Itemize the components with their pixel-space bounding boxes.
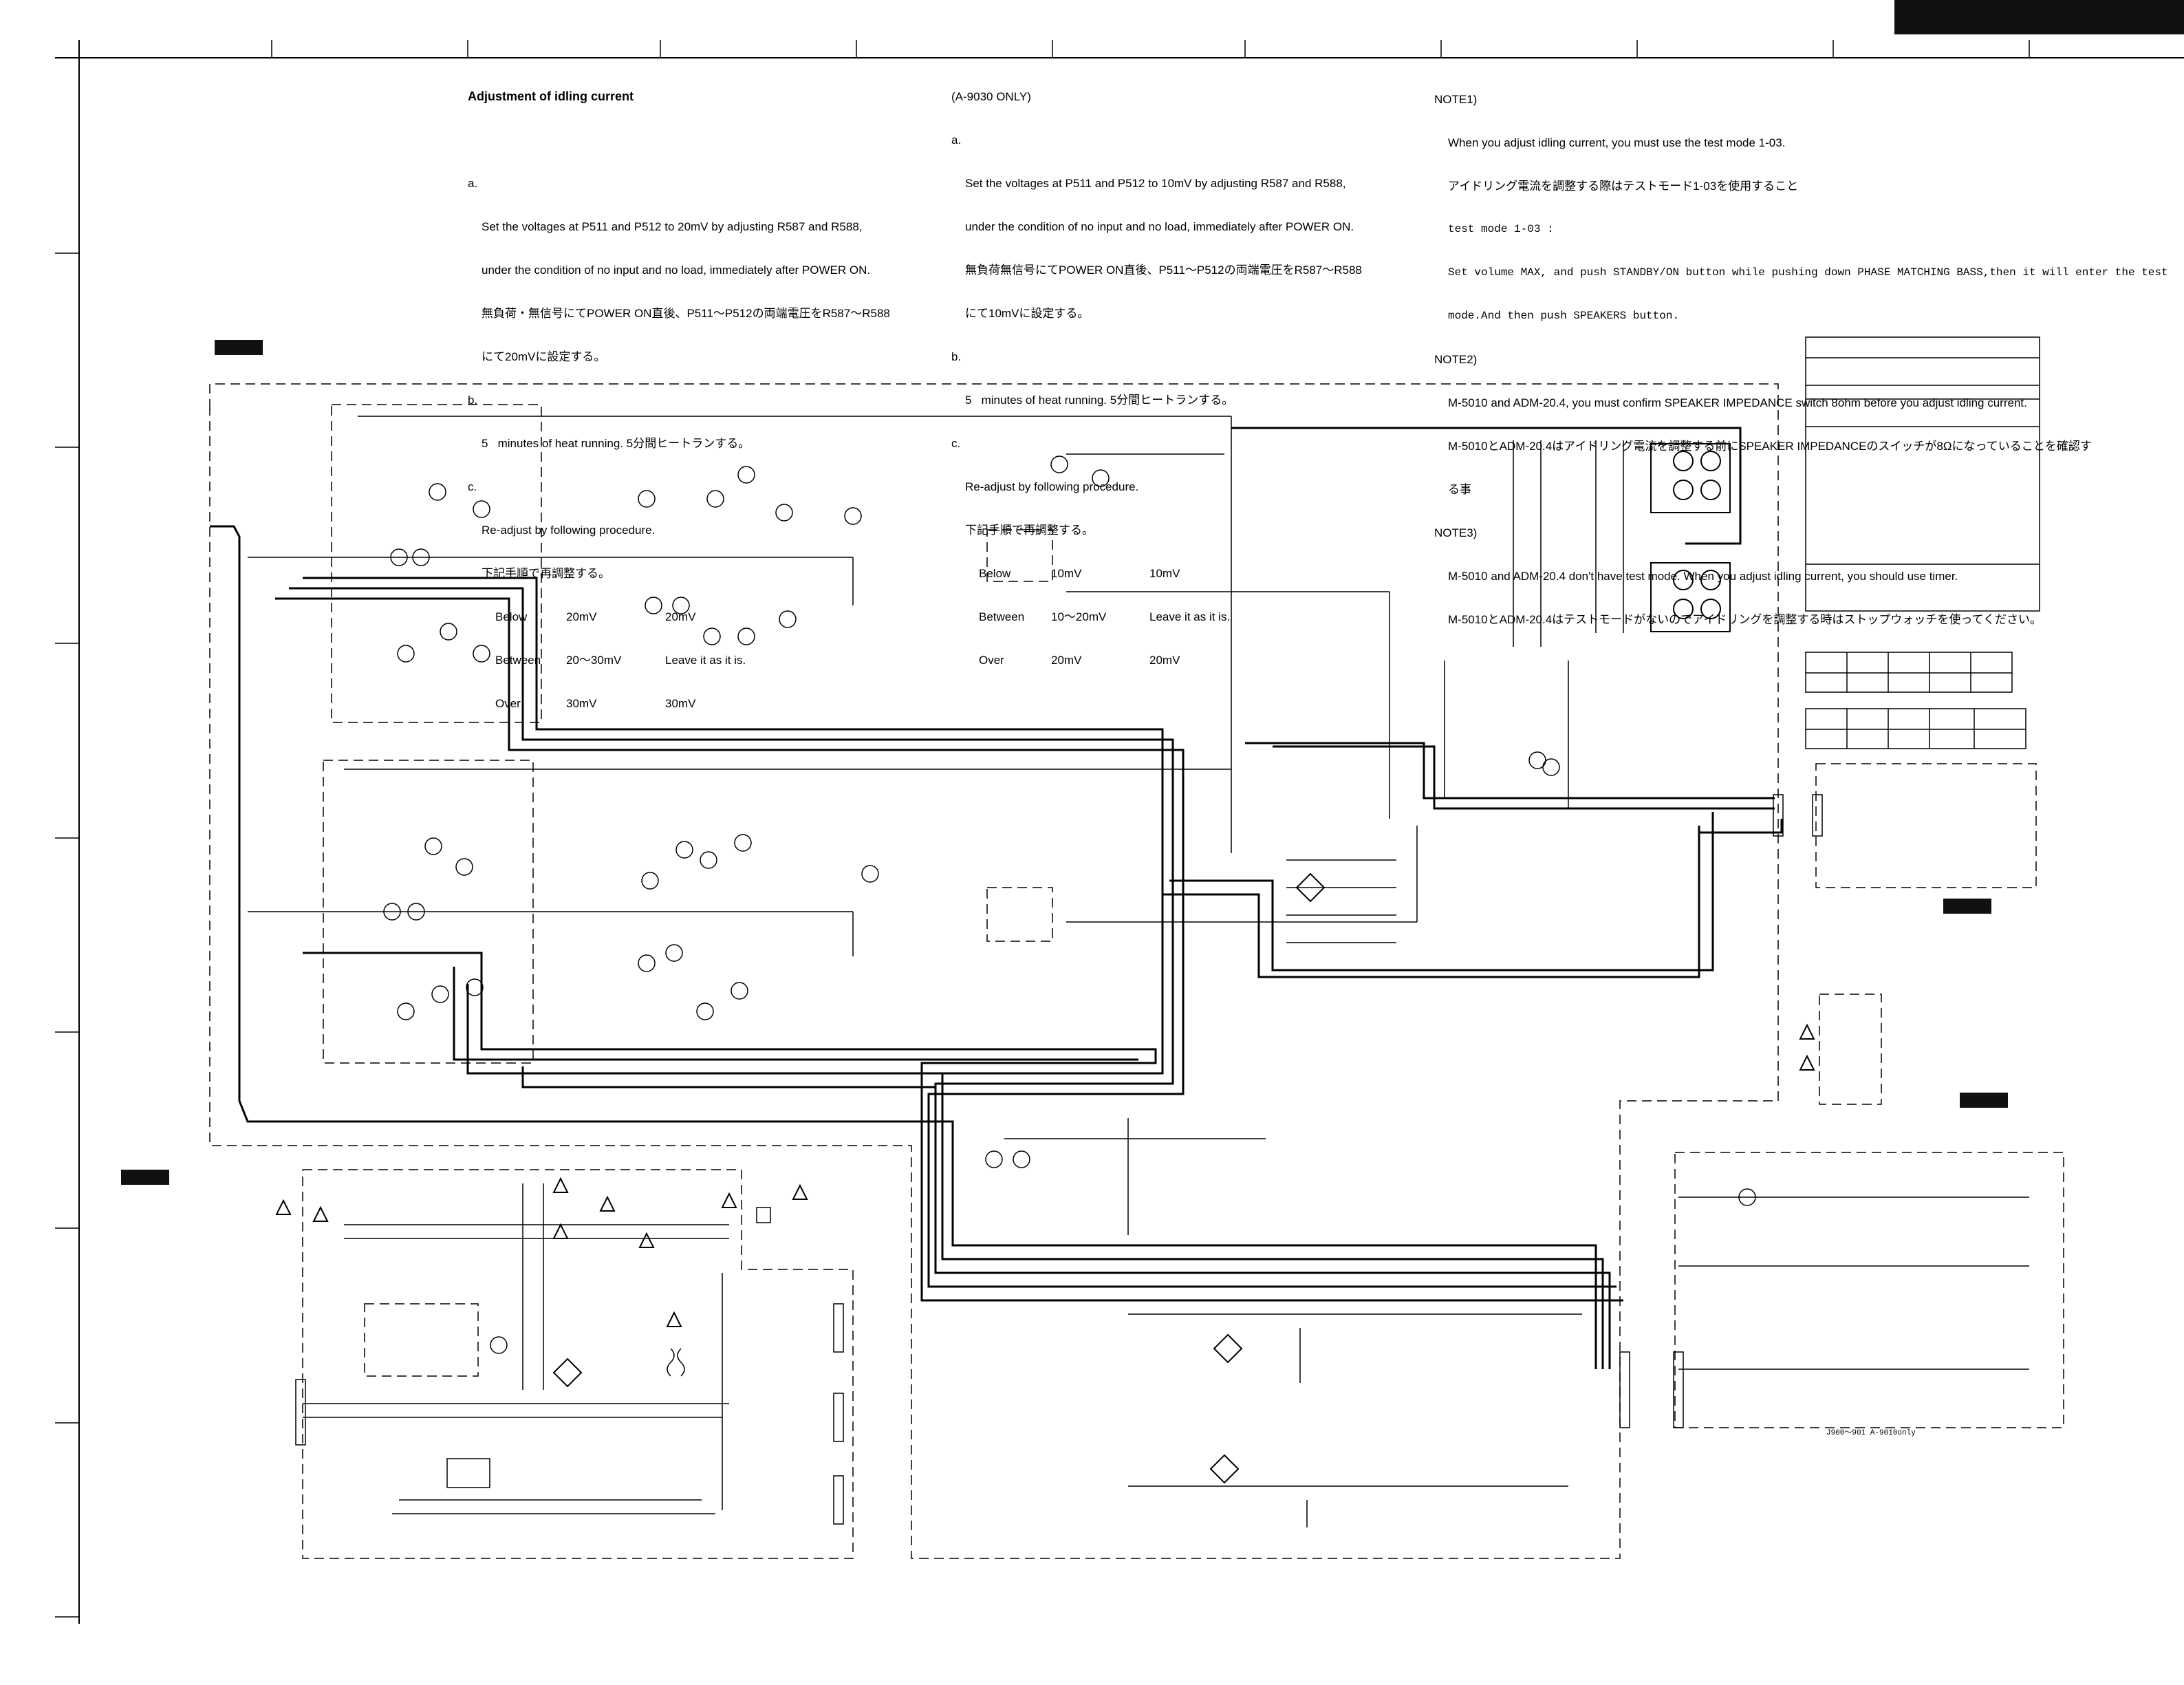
signal-traces bbox=[248, 416, 2029, 1527]
step-a-label: a. bbox=[951, 133, 962, 147]
board-outlines bbox=[209, 383, 2064, 1559]
note1-test-mode: mode.And then push SPEAKERS button. bbox=[1448, 310, 1680, 322]
impedance-table bbox=[1805, 336, 2040, 749]
step-a-label: a. bbox=[468, 177, 478, 190]
note2-heading: NOTE2) bbox=[1434, 353, 1478, 366]
note1-heading: NOTE1) bbox=[1434, 93, 1478, 106]
step-c-label: c. bbox=[468, 480, 477, 493]
step-a-text: Set the voltages at P511 and P512 to 10m… bbox=[965, 177, 1346, 190]
step-c-text-jp: 下記手順で再調整する。 bbox=[965, 524, 1094, 537]
power-supply bbox=[303, 1183, 729, 1514]
note3-heading: NOTE3) bbox=[1434, 526, 1478, 539]
step-b-text: 5 minutes of heat running. 5分間ヒートランする。 bbox=[482, 437, 750, 450]
note2-text-jp: る事 bbox=[1448, 483, 1471, 496]
connectors bbox=[295, 794, 1823, 1525]
step-a-text-jp: 無負荷・無信号にてPOWER ON直後、P511～P512の両端電圧をR587～… bbox=[482, 307, 890, 320]
step-b-text: 5 minutes of heat running. 5分間ヒートランする。 bbox=[965, 394, 1234, 407]
bridge-rectifiers bbox=[552, 872, 1326, 1484]
note3-text: M-5010 and ADM-20.4 don't have test mode… bbox=[1448, 570, 1958, 583]
corner-title-block bbox=[1894, 0, 2184, 34]
step-c-text: Re-adjust by following procedure. bbox=[482, 524, 656, 537]
sheet-frame bbox=[55, 40, 2184, 1624]
wire-harness bbox=[210, 427, 1783, 1369]
step-a-text: Set the voltages at P511 and P512 to 20m… bbox=[482, 220, 863, 233]
note1-text-jp: アイドリング電流を調整する際はテストモード1-03を使用すること bbox=[1448, 180, 1799, 193]
step-c-text-jp: 下記手順で再調整する。 bbox=[482, 567, 610, 580]
idling-title: Adjustment of idling current bbox=[468, 89, 634, 103]
step-c-text: Re-adjust by following procedure. bbox=[965, 480, 1139, 493]
step-b-label: b. bbox=[468, 394, 478, 407]
jumper-footnote: J900～901 A-9010only bbox=[1826, 1429, 1916, 1437]
board-labels bbox=[121, 340, 2008, 1185]
note1-text: When you adjust idling current, you must… bbox=[1448, 136, 1786, 149]
step-a-text-jp: 無負荷無信号にてPOWER ON直後、P511～P512の両端電圧をR587～R… bbox=[965, 264, 1362, 277]
note1-test-mode: Set volume MAX, and push STANDBY/ON butt… bbox=[1448, 266, 2168, 279]
step-a-text: under the condition of no input and no l… bbox=[482, 264, 871, 277]
speaker-terminals bbox=[1650, 443, 1731, 632]
safety-warning-icons bbox=[275, 1023, 1815, 1327]
step-a-text: under the condition of no input and no l… bbox=[965, 220, 1354, 233]
idling-adjustment-notes: Adjustment of idling current a. Set the … bbox=[468, 61, 890, 740]
a9030-notes: (A-9030 ONLY) a. Set the voltages at P51… bbox=[951, 61, 1362, 696]
note2-text-jp: M-5010とADM-20.4はアイドリング電流を調整する前にSPEAKER I… bbox=[1448, 440, 2092, 453]
step-c-label: c. bbox=[951, 437, 961, 450]
a9030-title: (A-9030 ONLY) bbox=[951, 90, 1031, 103]
step-b-label: b. bbox=[951, 350, 962, 363]
note1-test-mode: test mode 1-03 : bbox=[1448, 223, 1554, 235]
transistors bbox=[383, 455, 1756, 1354]
step-a-text-jp: にて10mVに設定する。 bbox=[965, 307, 1090, 320]
step-a-text-jp: にて20mVに設定する。 bbox=[482, 350, 606, 363]
